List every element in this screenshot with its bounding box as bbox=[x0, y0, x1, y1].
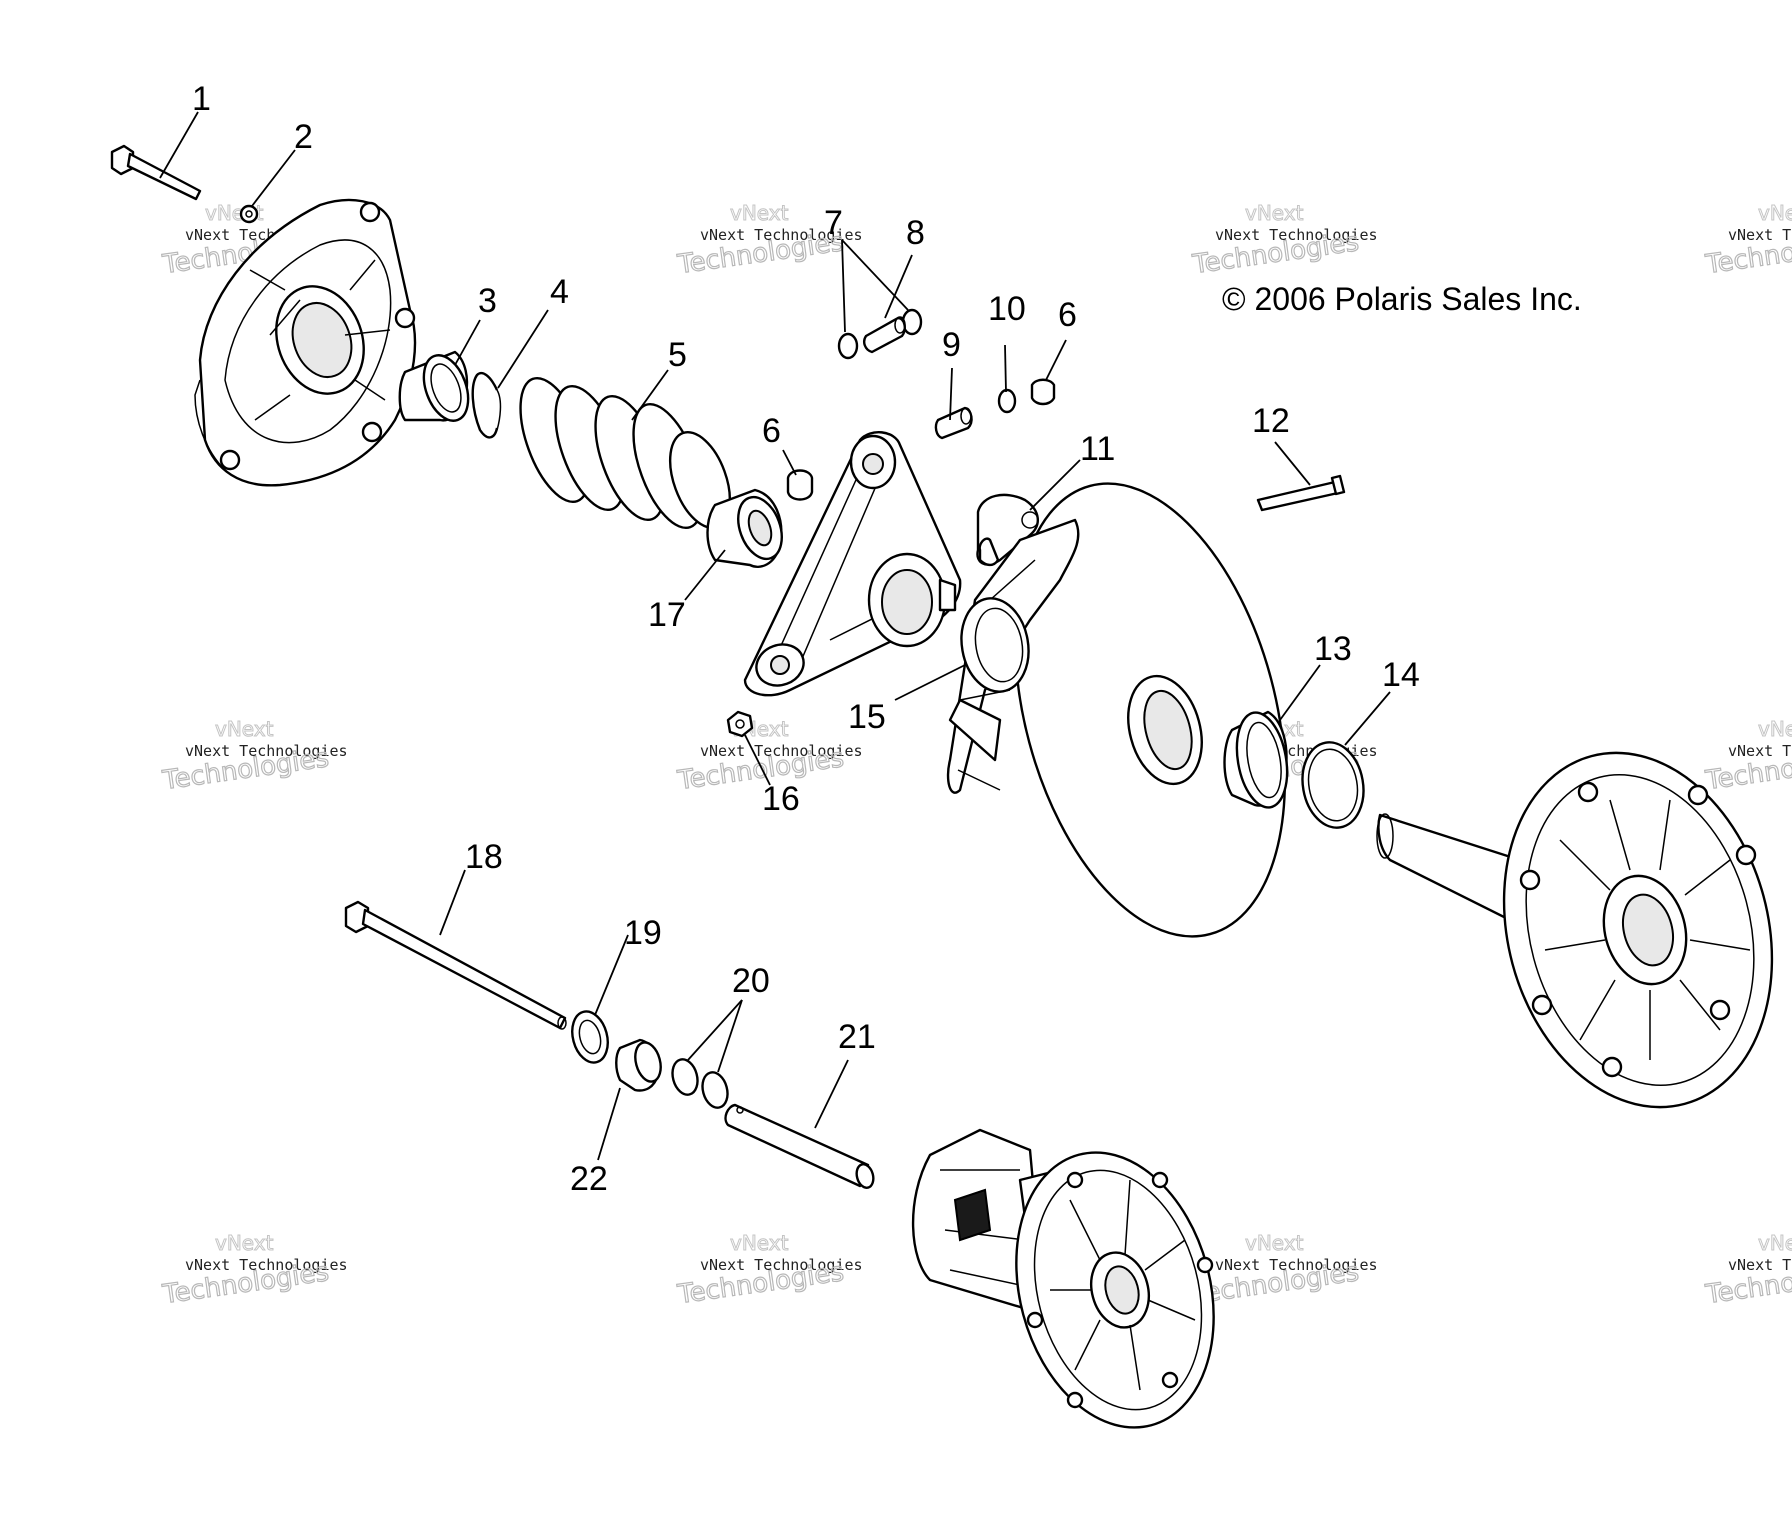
part-clutch-cover bbox=[194, 198, 417, 487]
svg-text:vNext: vNext bbox=[730, 201, 789, 225]
part-fixed-sheave bbox=[1376, 751, 1774, 1109]
part-5-spring bbox=[519, 376, 732, 530]
watermark: vNext vNext Technologies Technologies bbox=[675, 201, 863, 281]
svg-text:vNext Technologies: vNext Technologies bbox=[1728, 742, 1792, 760]
callout-22: 22 bbox=[570, 1160, 608, 1198]
part-18-bolt bbox=[344, 900, 567, 1030]
watermark: vNext vNext Technologies Technologies bbox=[1703, 201, 1792, 281]
callout-labels: 1 2 3 4 5 6 6 7 8 9 10 11 12 13 14 15 16… bbox=[192, 80, 1420, 1198]
svg-text:vNext: vNext bbox=[215, 1231, 274, 1255]
part-3-bushing bbox=[398, 350, 470, 422]
svg-text:vNext: vNext bbox=[1758, 717, 1792, 741]
callout-16: 16 bbox=[762, 780, 800, 818]
part-10-washer bbox=[997, 388, 1017, 414]
svg-text:vNext Technologies: vNext Technologies bbox=[700, 742, 863, 760]
svg-text:vNext Technologies: vNext Technologies bbox=[1728, 1256, 1792, 1274]
part-7-washers bbox=[837, 308, 923, 360]
callout-21: 21 bbox=[838, 1018, 876, 1056]
part-6-roller-left bbox=[786, 469, 814, 501]
svg-text:vNext: vNext bbox=[1758, 201, 1792, 225]
part-assembled-clutch bbox=[911, 1128, 1215, 1429]
part-9-pin bbox=[934, 406, 973, 440]
callout-4: 4 bbox=[550, 273, 569, 311]
part-14-ring bbox=[1301, 741, 1365, 829]
part-11-weight bbox=[976, 493, 1039, 567]
callout-15: 15 bbox=[848, 698, 886, 736]
part-spider-arm bbox=[743, 431, 962, 697]
copyright-notice: © 2006 Polaris Sales Inc. bbox=[1222, 281, 1582, 317]
watermark: vNext vNext Technologies Technologies bbox=[1703, 1231, 1792, 1311]
callout-11: 11 bbox=[1080, 430, 1115, 468]
part-1-bolt bbox=[110, 144, 202, 201]
callout-20: 20 bbox=[732, 962, 770, 1000]
svg-text:vNext: vNext bbox=[730, 1231, 789, 1255]
leader-lines bbox=[159, 111, 1391, 1161]
callout-19: 19 bbox=[624, 914, 662, 952]
callout-18: 18 bbox=[465, 838, 503, 876]
callout-3: 3 bbox=[478, 282, 497, 320]
svg-text:vNext Technologies: vNext Technologies bbox=[1215, 226, 1378, 244]
part-22-spacer bbox=[615, 1038, 662, 1092]
callout-14: 14 bbox=[1382, 656, 1420, 694]
svg-text:vNext Technologies: vNext Technologies bbox=[700, 226, 863, 244]
watermark: vNext vNext Technologies Technologies bbox=[675, 1231, 863, 1311]
watermark: vNext vNext Technologies Technologies bbox=[1190, 201, 1378, 281]
callout-8: 8 bbox=[906, 214, 925, 252]
svg-text:vNext: vNext bbox=[215, 717, 274, 741]
part-moveable-sheave bbox=[946, 482, 1287, 938]
svg-text:vNext: vNext bbox=[1245, 201, 1304, 225]
part-17-cam-button bbox=[706, 488, 783, 568]
watermark: vNext vNext Technologies Technologies bbox=[1703, 717, 1792, 797]
callout-6-right: 6 bbox=[1058, 296, 1077, 334]
part-8-pin bbox=[863, 316, 906, 354]
svg-text:vNext Technologies: vNext Technologies bbox=[1728, 226, 1792, 244]
svg-text:vNext Technologies: vNext Technologies bbox=[185, 1256, 348, 1274]
callout-7: 7 bbox=[824, 204, 843, 242]
part-13-bushing bbox=[1223, 710, 1289, 809]
svg-text:vNext: vNext bbox=[1245, 1231, 1304, 1255]
part-2-washer bbox=[239, 204, 259, 224]
part-16-nut bbox=[726, 710, 754, 738]
svg-text:vNext Technologies: vNext Technologies bbox=[700, 1256, 863, 1274]
watermark: vNext vNext Technologies Technologies bbox=[1190, 1231, 1378, 1311]
watermark: vNext vNext Technologies Technologies bbox=[160, 1231, 348, 1311]
callout-17: 17 bbox=[648, 596, 686, 634]
svg-text:vNext Technologies: vNext Technologies bbox=[1215, 1256, 1378, 1274]
part-6-roller-right bbox=[1030, 378, 1056, 406]
callout-12: 12 bbox=[1252, 402, 1290, 440]
callout-10: 10 bbox=[988, 290, 1026, 328]
callout-9: 9 bbox=[942, 326, 961, 364]
callout-1: 1 bbox=[192, 80, 211, 118]
part-15-bushing bbox=[960, 597, 1030, 693]
svg-text:vNext Technologies: vNext Technologies bbox=[185, 742, 348, 760]
callout-2: 2 bbox=[294, 118, 313, 156]
part-20-o-rings bbox=[671, 1058, 729, 1109]
callout-5: 5 bbox=[668, 336, 687, 374]
svg-text:vNext: vNext bbox=[1758, 1231, 1792, 1255]
part-4-snap-ring bbox=[471, 371, 502, 439]
part-12-pin bbox=[1256, 474, 1346, 512]
callout-6-left: 6 bbox=[762, 412, 781, 450]
part-21-tube bbox=[724, 1103, 875, 1189]
callout-13: 13 bbox=[1314, 630, 1352, 668]
part-19-lock-washer bbox=[571, 1010, 609, 1064]
watermark: vNext vNext Technologies Technologies bbox=[160, 717, 348, 797]
